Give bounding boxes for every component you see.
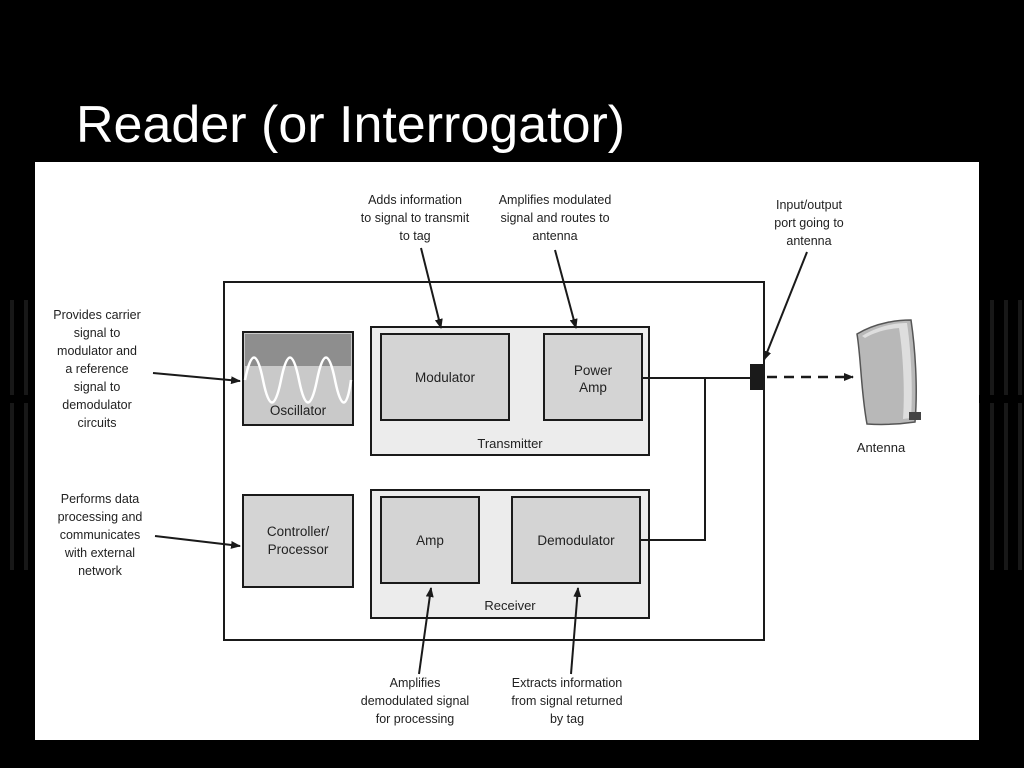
- power-amp-label-line2: Amp: [579, 380, 607, 395]
- port-note-arrow: [763, 251, 808, 361]
- demodulator-label: Demodulator: [537, 533, 615, 548]
- reader-block-diagram: Oscillator Transmitter Modulator Power A…: [53, 193, 921, 726]
- modulator-note-line1: Adds information: [368, 193, 462, 207]
- diagram-panel: Oscillator Transmitter Modulator Power A…: [35, 162, 979, 740]
- antenna-label: Antenna: [857, 440, 906, 455]
- demodulator-note-line1: Extracts information: [512, 676, 623, 690]
- controller-block: Controller/ Processor: [242, 494, 354, 588]
- power-amp-annotation: Amplifies modulated signal and routes to…: [499, 193, 612, 329]
- controller-note-line5: network: [78, 564, 123, 578]
- amp-annotation: Amplifies demodulated signal for process…: [361, 587, 469, 726]
- controller-note-line2: processing and: [58, 510, 143, 524]
- port-note-line1: Input/output: [776, 198, 843, 212]
- demodulator-block: Demodulator: [511, 496, 641, 584]
- power-amp-note-line2: signal and routes to: [500, 211, 609, 225]
- antenna-icon: Antenna: [856, 319, 921, 455]
- oscillator-note-line3: modulator and: [57, 344, 137, 358]
- oscillator-note-line6: demodulator: [62, 398, 132, 412]
- oscillator-note-line5: signal to: [74, 380, 121, 394]
- oscillator-note-line4: a reference: [65, 362, 128, 376]
- demodulator-note-line2: from signal returned: [511, 694, 622, 708]
- amp-note-arrow: [418, 587, 434, 675]
- controller-label-line2: Processor: [268, 542, 329, 557]
- power-amp-block: Power Amp: [543, 333, 643, 421]
- controller-label-line1: Controller/: [267, 524, 330, 539]
- power-amp-label-line1: Power: [574, 363, 613, 378]
- amp-label: Amp: [416, 533, 444, 548]
- receive-path: [640, 378, 706, 541]
- modulator-note-line3: to tag: [399, 229, 430, 243]
- amp-note-line3: for processing: [376, 712, 455, 726]
- oscillator-note-line7: circuits: [78, 416, 117, 430]
- modulator-note-arrow: [420, 247, 443, 329]
- modulator-annotation: Adds information to signal to transmit t…: [361, 193, 470, 329]
- transmitter-label: Transmitter: [477, 436, 543, 451]
- oscillator-note-arrow: [152, 372, 241, 385]
- controller-note-arrow: [154, 535, 241, 549]
- oscillator-annotation: Provides carrier signal to modulator and…: [53, 308, 241, 430]
- amp-note-line1: Amplifies: [390, 676, 441, 690]
- amp-block: Amp: [380, 496, 480, 584]
- oscillator-block: Oscillator: [242, 331, 354, 426]
- power-amp-note-arrow: [554, 249, 578, 329]
- port-annotation: Input/output port going to antenna: [763, 198, 844, 361]
- controller-note-line4: with external: [64, 546, 135, 560]
- modulator-label: Modulator: [415, 370, 476, 385]
- slide-title: Reader (or Interrogator): [76, 96, 626, 154]
- modulator-note-line2: to signal to transmit: [361, 211, 470, 225]
- demodulator-annotation: Extracts information from signal returne…: [511, 587, 623, 726]
- sine-wave-icon: [243, 356, 353, 404]
- controller-note-line3: communicates: [60, 528, 141, 542]
- demodulator-note-arrow: [570, 587, 582, 675]
- power-amp-note-line3: antenna: [532, 229, 577, 243]
- io-port: [750, 364, 765, 390]
- port-note-line2: port going to: [774, 216, 844, 230]
- demodulator-note-line3: by tag: [550, 712, 584, 726]
- oscillator-note-line1: Provides carrier: [53, 308, 141, 322]
- modulator-block: Modulator: [380, 333, 510, 421]
- oscillator-note-line2: signal to: [74, 326, 121, 340]
- amp-note-line2: demodulated signal: [361, 694, 469, 708]
- power-amp-note-line1: Amplifies modulated: [499, 193, 612, 207]
- controller-note-line1: Performs data: [61, 492, 140, 506]
- oscillator-label: Oscillator: [270, 403, 327, 418]
- port-note-line3: antenna: [786, 234, 831, 248]
- controller-annotation: Performs data processing and communicate…: [58, 492, 241, 578]
- receiver-label: Receiver: [484, 598, 536, 613]
